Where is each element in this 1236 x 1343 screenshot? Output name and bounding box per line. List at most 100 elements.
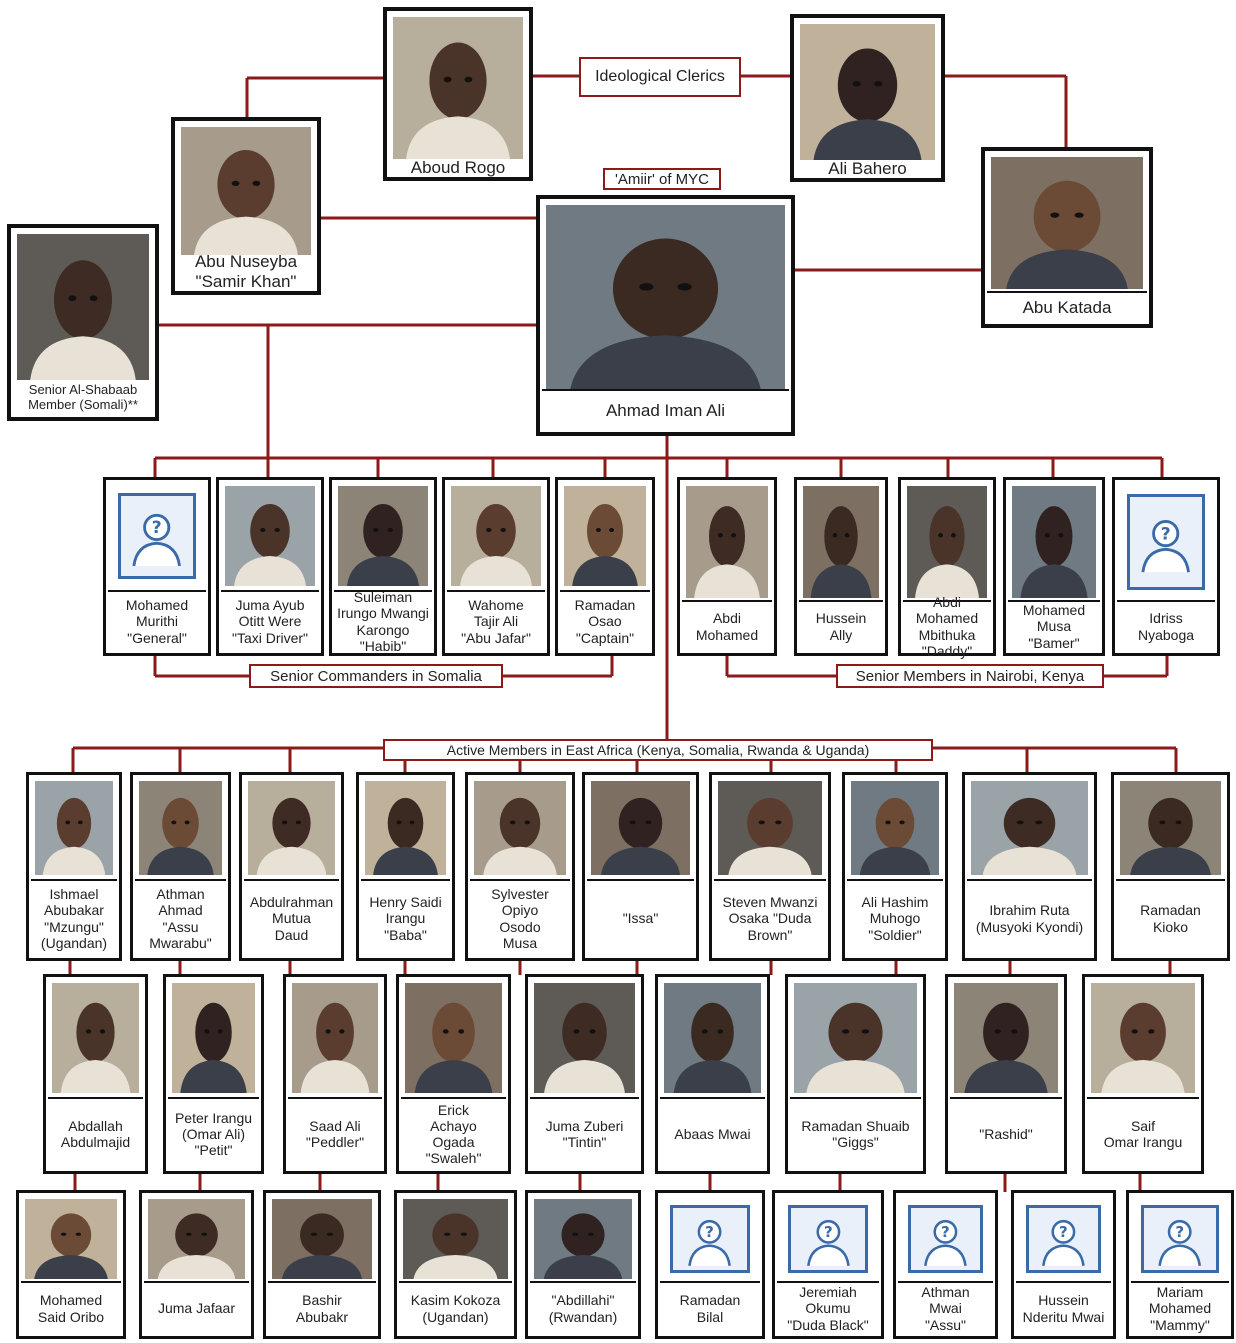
active-member-card: Ramadan Shuaib "Giggs" [785,974,926,1174]
member-photo [1091,983,1195,1093]
member-name: Juma Jafaar [144,1281,249,1334]
member-name: Kasim Kokoza (Ugandan) [399,1281,512,1334]
face-photo [148,1199,245,1279]
face-photo [292,983,378,1093]
member-photo [907,486,987,598]
member-photo [225,486,315,586]
active-member-card: Saif Omar Irangu [1082,974,1204,1174]
member-name: Saad Ali "Peddler" [288,1097,382,1169]
unknown-person-icon: ? [664,1199,756,1279]
active-member-card: Abdallah Abdulmajid [43,974,148,1174]
face-photo [17,234,149,380]
face-photo [718,781,822,875]
member-photo [803,486,879,598]
face-photo [365,781,446,875]
member-name: Athman Mwai "Assu" [898,1281,993,1334]
member-name: Ishmael Abubakar "Mzungu" (Ugandan) [31,879,117,956]
somalia-commander-card: Wahome Tajir Ali "Abu Jafar" [442,477,550,656]
somalia-commander-card: Juma Ayub Otitt Were "Taxi Driver" [216,477,324,656]
member-name: Jeremiah Okumu "Duda Black" [777,1281,879,1334]
member-photo [365,781,446,875]
member-photo [546,205,785,391]
member-photo [971,781,1088,875]
member-name: Hussein Nderitu Mwai [1016,1281,1111,1334]
nairobi-member-card: Abdi Mohamed [677,477,777,656]
active-member-card: "Abdillahi" (Rwandan) [525,1190,641,1339]
member-photo: ? [1135,1199,1225,1279]
active-member-card: ? Jeremiah Okumu "Duda Black" [772,1190,884,1339]
face-photo [474,781,566,875]
svg-text:?: ? [152,518,162,538]
member-photo [393,17,523,159]
member-name: Sylvester Opiyo Osodo Musa [470,879,570,956]
member-photo [534,1199,632,1279]
member-photo [851,781,939,875]
active-member-card: Sylvester Opiyo Osodo Musa [465,772,575,961]
label-active-members: Active Members in East Africa (Kenya, So… [383,739,933,761]
face-photo [172,983,255,1093]
member-name: "Rashid" [950,1097,1062,1169]
active-member-card: Kasim Kokoza (Ugandan) [394,1190,517,1339]
face-photo [991,157,1143,289]
member-photo [248,781,335,875]
face-photo [534,1199,632,1279]
active-member-card: Abdulrahman Mutua Daud [239,772,344,961]
active-member-card: Juma Zuberi "Tintin" [525,974,644,1174]
member-photo [794,983,917,1093]
nairobi-member-card: ? Idriss Nyaboga [1112,477,1220,656]
svg-text:?: ? [1176,1222,1185,1240]
face-photo [1012,486,1096,598]
active-member-card: ? Ramadan Bilal [655,1190,765,1339]
leader-card-abu-katada: Abu Katada [981,147,1153,328]
member-photo [25,1199,117,1279]
member-photo [172,983,255,1093]
active-member-card: Athman Ahmad "Assu Mwarabu" [130,772,231,961]
member-photo [272,1199,372,1279]
active-member-card: Ali Hashim Muhogo "Soldier" [842,772,948,961]
member-photo [686,486,768,598]
member-photo [954,983,1058,1093]
unknown-person-icon: ? [1020,1199,1107,1279]
face-photo [664,983,761,1093]
unknown-person-icon: ? [1121,486,1211,598]
member-photo [35,781,113,875]
member-name: Abdi Mohamed Mbithuka "Daddy" [903,594,991,659]
member-name: Juma Zuberi "Tintin" [530,1097,639,1169]
member-name: Abdulrahman Mutua Daud [244,879,339,956]
member-photo [17,234,149,380]
active-member-card: Mohamed Said Oribo [16,1190,126,1339]
member-photo [800,24,935,160]
unknown-person-icon: ? [112,486,202,586]
active-member-card: ? Hussein Nderitu Mwai [1011,1190,1116,1339]
active-member-card: Ishmael Abubakar "Mzungu" (Ugandan) [26,772,122,961]
member-name: Senior Al-Shabaab Member (Somali)** [28,381,138,412]
label-senior-commanders-somalia: Senior Commanders in Somalia [249,664,503,688]
member-photo [338,486,428,586]
member-photo [1120,781,1221,875]
member-photo [474,781,566,875]
member-photo: ? [664,1199,756,1279]
member-name: Ibrahim Ruta (Musyoki Kyondi) [967,879,1092,956]
member-name: Bashir Abubakr [268,1281,376,1334]
svg-text:?: ? [1161,524,1171,544]
member-photo [718,781,822,875]
member-name: Suleiman Irungo Mwangi Karongo "Habib" [334,589,432,654]
somalia-commander-card: Ramadan Osao "Captain" [555,477,655,656]
active-member-card: Ibrahim Ruta (Musyoki Kyondi) [962,772,1097,961]
member-photo [534,983,635,1093]
member-name: Steven Mwanzi Osaka "Duda Brown" [714,879,826,956]
member-name: Mohamed Musa "Bamer" [1008,600,1100,651]
member-photo [403,1199,508,1279]
leader-card-senior-al-shabaab: Senior Al-Shabaab Member (Somali)** [7,224,159,421]
face-photo [338,486,428,586]
member-name: "Issa" [587,879,694,956]
active-member-card: Juma Jafaar [139,1190,254,1339]
svg-text:?: ? [824,1222,833,1240]
nairobi-member-card: Mohamed Musa "Bamer" [1003,477,1105,656]
active-member-card: Abaas Mwai [655,974,770,1174]
unknown-person-icon: ? [781,1199,875,1279]
member-name: Ali Bahero [828,159,907,179]
face-photo [393,17,523,159]
active-member-card: Bashir Abubakr [263,1190,381,1339]
member-photo [292,983,378,1093]
